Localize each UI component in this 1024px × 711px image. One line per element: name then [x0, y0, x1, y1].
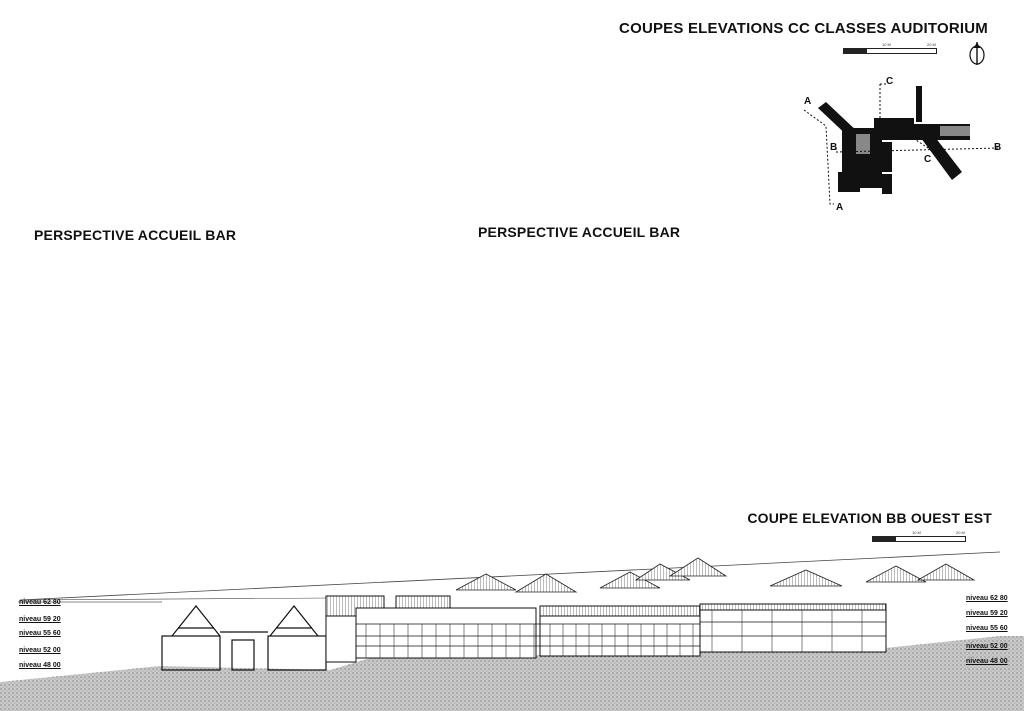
level-right-4800: niveau 48 00	[966, 658, 1008, 665]
scale-bb-end-label: 20 M	[956, 530, 965, 535]
level-right-5200: niveau 52 00	[966, 643, 1008, 650]
sheet-title: COUPES ELEVATIONS CC CLASSES AUDITORIUM	[619, 20, 988, 37]
section-bb-title: COUPE ELEVATION BB OUEST EST	[747, 510, 992, 526]
scale-top-mid-label: 10 M	[882, 42, 891, 47]
level-left-5920: niveau 59 20	[19, 616, 61, 623]
ground-terrain	[0, 636, 1024, 711]
level-left-5560: niveau 55 60	[19, 630, 61, 637]
north-arrow-icon	[969, 42, 985, 65]
plan-label-a1: A	[804, 96, 811, 107]
perspective-title-left: PERSPECTIVE ACCUEIL BAR	[34, 227, 237, 243]
plan-label-c1: C	[886, 76, 893, 87]
scale-bar-top	[843, 48, 937, 54]
level-left-6280: niveau 62 80	[19, 599, 61, 606]
level-left-4800: niveau 48 00	[19, 662, 61, 669]
level-right-5560: niveau 55 60	[966, 625, 1008, 632]
plan-label-c2: C	[924, 154, 931, 165]
level-right-6280: niveau 62 80	[966, 595, 1008, 602]
level-right-5920: niveau 59 20	[966, 610, 1008, 617]
section-elevation-bb	[0, 551, 1024, 711]
plan-label-a2: A	[836, 202, 843, 212]
perspective-title-middle: PERSPECTIVE ACCUEIL BAR	[478, 224, 681, 240]
scale-top-end-label: 20 M	[927, 42, 936, 47]
plan-label-b2: B	[994, 142, 1001, 153]
plan-label-b1: B	[830, 142, 837, 153]
site-plan-key: A A B B C C	[803, 76, 1001, 212]
scale-bb-mid-label: 10 M	[912, 530, 921, 535]
scale-bar-bb	[872, 536, 966, 542]
level-left-5200: niveau 52 00	[19, 647, 61, 654]
